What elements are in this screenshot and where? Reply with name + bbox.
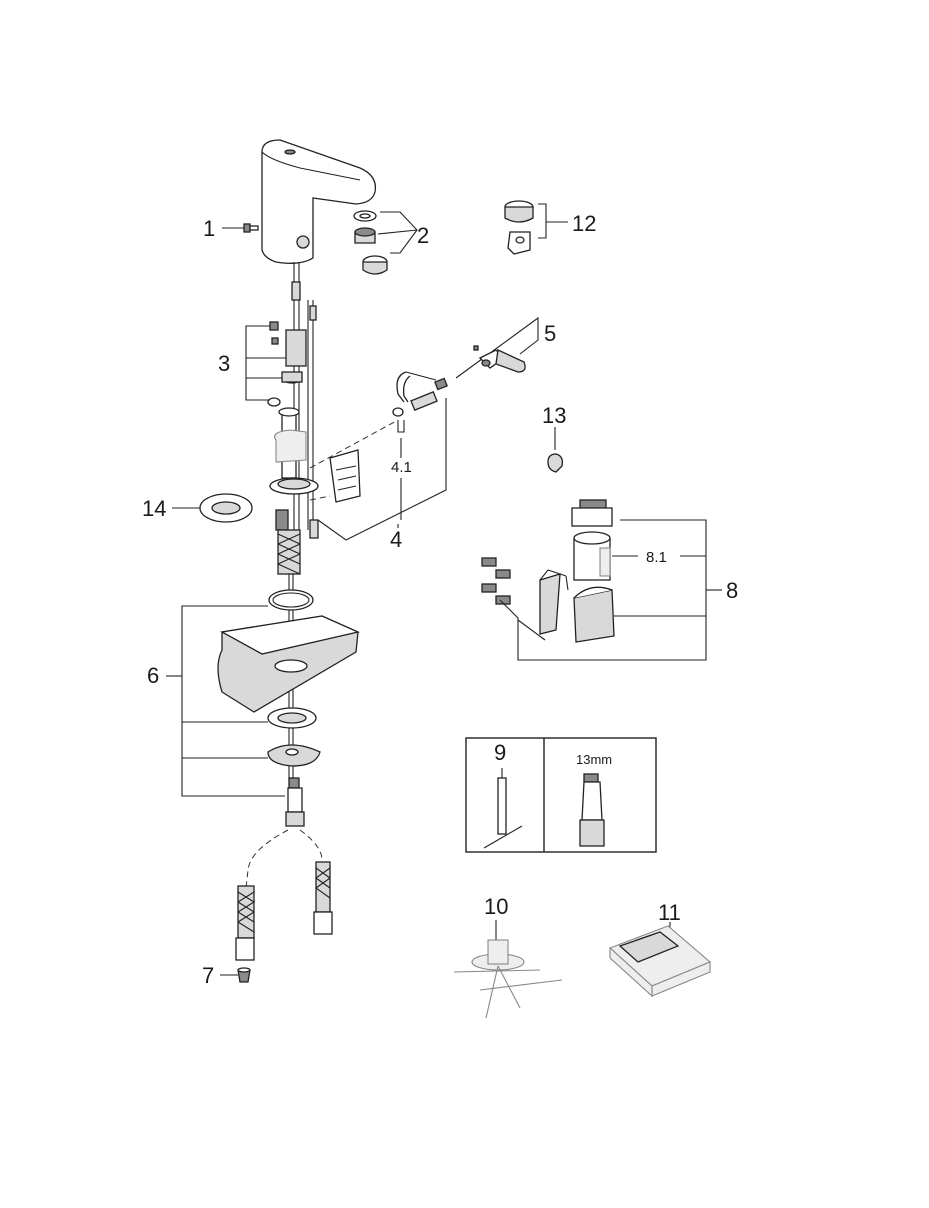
- label-9: 9: [494, 740, 506, 765]
- part-14-seal-ring: [172, 493, 253, 523]
- label-tool-size: 13mm: [576, 752, 612, 767]
- mounting-stem: [269, 407, 319, 495]
- part-12-aerator-key: [504, 200, 568, 255]
- label-2: 2: [417, 223, 429, 248]
- part-10-tool: [453, 920, 563, 1019]
- part-9-tool-box: [465, 737, 657, 853]
- part-1-screw: [222, 223, 259, 233]
- part-2-aerator: [353, 210, 418, 275]
- label-13: 13: [542, 403, 566, 428]
- label-5: 5: [544, 321, 556, 346]
- part-6-mounting-kit: [166, 589, 361, 797]
- label-4-1: 4.1: [391, 459, 412, 476]
- label-1: 1: [203, 216, 215, 241]
- part-11-remote: [608, 922, 712, 998]
- part-7-filter: [220, 967, 251, 983]
- part-8-battery-box: [481, 499, 722, 661]
- faucet-body: [261, 139, 377, 264]
- part-13-cap: [547, 427, 564, 473]
- label-8-1: 8.1: [646, 549, 667, 566]
- label-10: 10: [484, 894, 508, 919]
- label-6: 6: [147, 663, 159, 688]
- label-11: 11: [658, 900, 681, 925]
- part-4-1-bracket: 4.1: [309, 371, 448, 520]
- label-8: 8: [726, 578, 738, 603]
- part-5-handle: [455, 316, 539, 379]
- part-4-leader: [309, 398, 447, 541]
- label-3: 3: [218, 351, 230, 376]
- label-7: 7: [202, 963, 214, 988]
- part-3-valve: [245, 321, 307, 407]
- label-12: 12: [572, 211, 596, 236]
- label-14: 14: [142, 496, 166, 521]
- label-4: 4: [390, 527, 402, 552]
- supply-hoses: [235, 777, 333, 961]
